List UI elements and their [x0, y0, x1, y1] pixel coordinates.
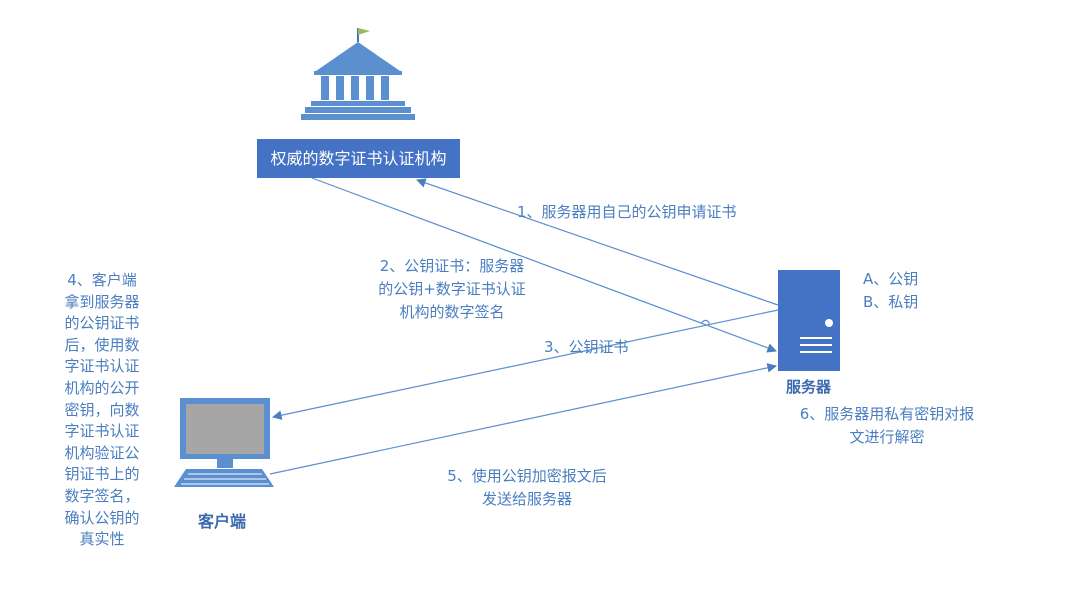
- bank-building-icon: [301, 28, 415, 120]
- step-6-line: 6、服务器用私有密钥对报: [799, 405, 975, 423]
- step-5-text: 5、使用公钥加密报文后 发送给服务器: [427, 465, 627, 511]
- step-3-text: 3、公钥证书: [544, 338, 629, 356]
- step-1-text: 1、服务器用自己的公钥申请证书: [517, 203, 737, 221]
- step-4-line: 机构的公开: [64, 378, 140, 397]
- line-crossing-hop: [701, 319, 710, 326]
- step-2-line: 的公钥+数字证书认证: [378, 280, 526, 298]
- step-4-line: 字证书认证: [64, 422, 140, 441]
- server-tower-icon: [778, 270, 840, 371]
- step-5-line: 5、使用公钥加密报文后: [447, 467, 607, 485]
- step-2-line: 机构的数字签名: [399, 303, 505, 321]
- step-5-line: 发送给服务器: [481, 490, 572, 508]
- step-2-line: 2、公钥证书：服务器: [379, 257, 525, 275]
- step-4-line: 后，使用数: [64, 335, 140, 354]
- ca-box: 权威的数字证书认证机构: [257, 139, 460, 178]
- step-4-line: 的公钥证书: [64, 314, 140, 333]
- server-private-key-label: B、私钥: [863, 293, 919, 311]
- step-4-line: 字证书认证: [64, 357, 140, 376]
- step-6-text: 6、服务器用私有密钥对报 文进行解密: [776, 403, 998, 449]
- step-4-line: 4、客户端: [67, 271, 137, 289]
- step-4-line: 数字签名，: [64, 486, 140, 505]
- step-4-line: 拿到服务器: [64, 292, 140, 311]
- step-2-text: 2、公钥证书：服务器 的公钥+数字证书认证 机构的数字签名: [362, 255, 542, 324]
- client-label: 客户端: [198, 512, 247, 531]
- laptop-keyboard-icon: [174, 469, 274, 487]
- computer-monitor-icon: [180, 398, 270, 468]
- step-4-line: 密钥，向数: [64, 400, 140, 419]
- arrow-server-to-client: [272, 309, 779, 420]
- step-6-line: 文进行解密: [849, 428, 925, 446]
- server-public-key-label: A、公钥: [863, 270, 919, 288]
- arrow-server-to-ca: [416, 178, 779, 306]
- server-label: 服务器: [786, 378, 832, 396]
- step-4-line: 钥证书上的: [64, 465, 140, 484]
- step-4-line: 确认公钥的: [64, 508, 140, 527]
- arrow-ca-to-server: [311, 177, 777, 353]
- step-4-text: 4、客户端 拿到服务器 的公钥证书 后，使用数 字证书认证 机构的公开 密钥，向…: [52, 270, 152, 551]
- arrow-client-to-server: [269, 363, 777, 475]
- step-4-line: 机构验证公: [64, 443, 140, 462]
- step-4-line: 真实性: [79, 530, 125, 549]
